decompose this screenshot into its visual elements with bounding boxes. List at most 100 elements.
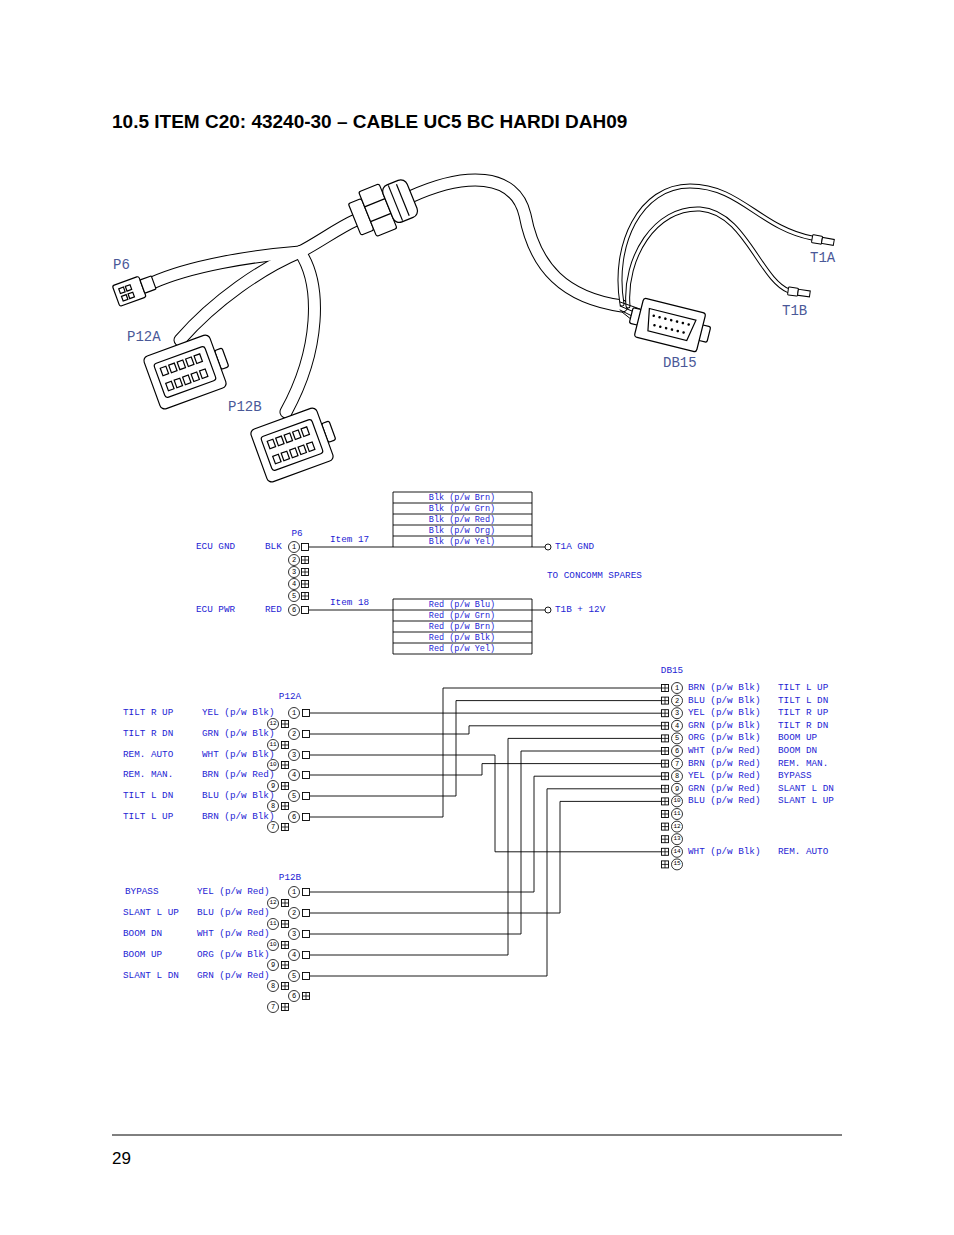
wire-outline (620, 186, 812, 306)
pin-circle (268, 822, 279, 833)
terminal-blade (798, 289, 811, 297)
pin-row (650, 314, 690, 335)
socket-cross (282, 762, 289, 769)
pin-number: 8 (271, 983, 275, 990)
pin-socket (302, 544, 309, 551)
part-name: P12B (228, 400, 262, 414)
pin-circle (289, 770, 300, 781)
signal-label: REM. MAN. (123, 770, 173, 779)
pin-socket (662, 722, 669, 729)
pin-number: 6 (292, 814, 296, 821)
pin-circle (268, 801, 279, 812)
signal-label: YEL (p/w Blk) (688, 709, 761, 718)
pin-number: 4 (292, 581, 296, 588)
signal-label: BLU (p/w Red) (197, 908, 270, 917)
pin-circle (672, 771, 683, 782)
socket-cross (303, 993, 310, 1000)
pin-number: 5 (292, 973, 296, 980)
pin-circle (289, 950, 300, 961)
socket-box (662, 836, 669, 843)
pin-circle (268, 1002, 279, 1013)
pin-socket (302, 607, 309, 614)
socket-cross (662, 685, 669, 692)
socket-cross (282, 721, 289, 728)
socket-box (662, 773, 669, 780)
pin-number: 3 (675, 710, 679, 717)
socket-box (662, 785, 669, 792)
socket-box (282, 803, 289, 810)
socket-cross (282, 962, 289, 969)
socket-box (662, 811, 669, 818)
wire-color: Red (p/w Blk) (429, 633, 495, 642)
part-name: P12A (127, 330, 161, 344)
cable (180, 252, 300, 340)
socket-cross (282, 900, 289, 907)
pin-socket (303, 993, 310, 1000)
connector-body (250, 407, 335, 484)
pin-socket (282, 1004, 289, 1011)
pin-circle (268, 940, 279, 951)
pin-socket (302, 569, 309, 576)
pin-number: 6 (675, 748, 679, 755)
signal-label: BLU (p/w Red) (688, 797, 761, 806)
pin-circle (289, 567, 300, 578)
signal-label: GRN (p/w Red) (197, 971, 270, 980)
pin-number: 3 (292, 931, 296, 938)
wire-line (310, 751, 661, 934)
pin-number: 6 (292, 607, 296, 614)
socket-cross (282, 983, 289, 990)
signal-label: YEL (p/w Red) (197, 887, 270, 896)
pin-socket (282, 742, 289, 749)
socket-box (282, 1004, 289, 1011)
pin-number: 3 (292, 752, 296, 759)
socket-box (302, 557, 309, 564)
wire-line (309, 610, 545, 611)
signal-label: BRN (p/w Red) (688, 759, 761, 768)
wire-line (310, 726, 661, 734)
socket-cross (282, 1004, 289, 1011)
signal-label: SLANT L DN (123, 971, 179, 980)
pin-circle (672, 859, 683, 870)
socket-cross (282, 824, 289, 831)
part-name: DB15 (663, 356, 697, 370)
socket-box (282, 942, 289, 949)
pin-socket (303, 973, 310, 980)
signal-label: YEL (p/w Blk) (202, 708, 275, 717)
socket-box (302, 569, 309, 576)
spade-terminal (788, 287, 811, 298)
wire-line (310, 713, 661, 714)
pin-number: 8 (271, 803, 275, 810)
socket-box (303, 752, 310, 759)
socket-cross (662, 735, 669, 742)
pin-circle (672, 834, 683, 845)
p6-connector (112, 272, 157, 306)
socket-cross (302, 557, 309, 564)
pin-socket (282, 762, 289, 769)
pin-socket (662, 836, 669, 843)
socket-cross (662, 748, 669, 755)
socket-box (662, 697, 669, 704)
socket-box (303, 793, 310, 800)
wire-line (310, 738, 661, 955)
pin-circle (289, 729, 300, 740)
pin-number: 1 (292, 544, 296, 551)
pin-socket (303, 731, 310, 738)
signal-label: WHT (p/w Red) (688, 746, 761, 755)
pin-circle (672, 708, 683, 719)
pin-number: 12 (269, 721, 276, 727)
socket-box (282, 824, 289, 831)
pin-circle (289, 908, 300, 919)
pin-number: 11 (269, 742, 276, 748)
signal-label: BOOM DN (123, 929, 162, 938)
connector-shell (634, 298, 706, 352)
pin-circle (672, 783, 683, 794)
pin-socket (662, 848, 669, 855)
signal-label: BLU (p/w Blk) (688, 696, 761, 705)
signal-label: TILT L DN (123, 791, 173, 800)
socket-cross (282, 803, 289, 810)
signal-label: SLANT L UP (778, 797, 834, 806)
pin-socket (662, 735, 669, 742)
socket-cross (662, 697, 669, 704)
pin-number: 2 (675, 697, 679, 704)
socket-cross (662, 823, 669, 830)
